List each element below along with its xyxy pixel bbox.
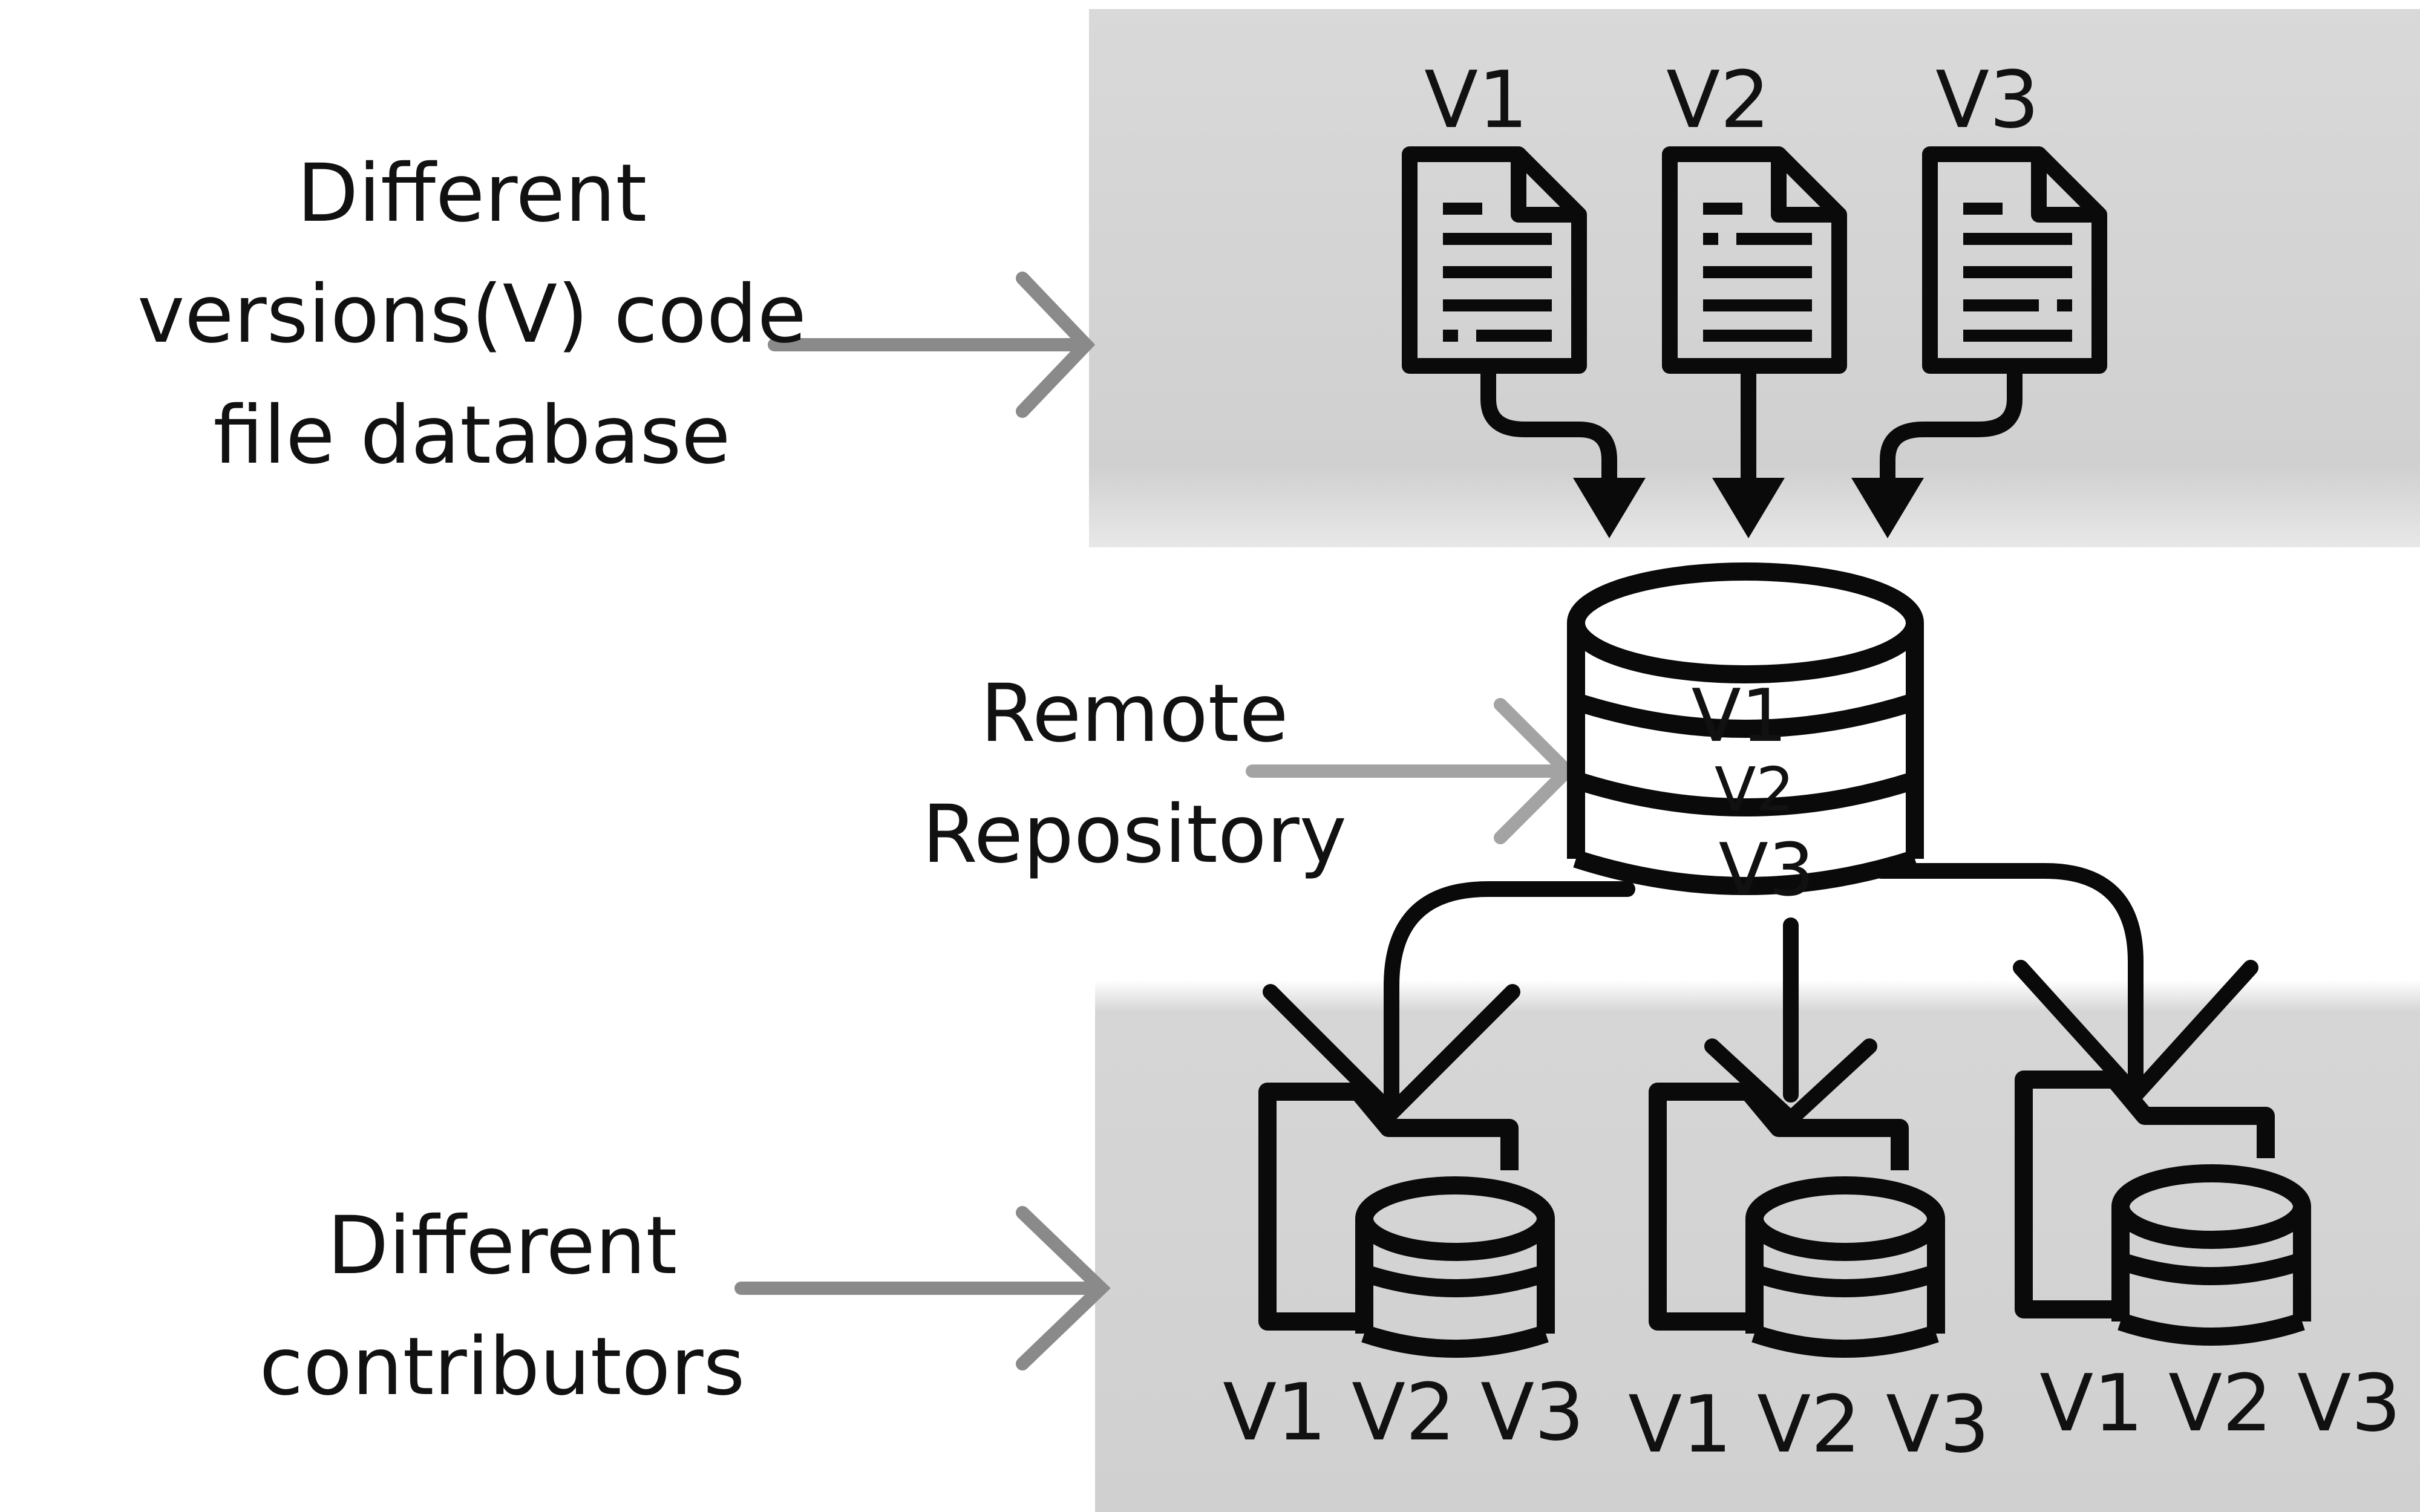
database-icon: [1567, 562, 1924, 895]
contributor-versions-label: V1 V2 V3: [1628, 1378, 1990, 1470]
caption-remote-repository: Remote Repository: [922, 667, 1347, 881]
flow-arrow-icon: [1880, 358, 2023, 492]
arrowheads: [1573, 478, 1924, 538]
flow-arrow-icon: [1384, 881, 1635, 1103]
document-icon: [1402, 146, 1587, 374]
file-version-label: V1: [1424, 54, 1528, 146]
document-icon: [1922, 146, 2107, 374]
pointer-arrow-contributors: [734, 1206, 1111, 1370]
file-version-label: V2: [1666, 54, 1770, 146]
folder-database-icon: [1258, 1083, 1555, 1358]
folder-database-icon: [1649, 1083, 1945, 1358]
flow-arrow-icon: [1874, 863, 2144, 1084]
caption-contributors: Different contributors: [259, 1199, 745, 1413]
chevron-down-icon: [1263, 984, 1520, 1124]
repository-layer-label: V1: [1692, 674, 1787, 758]
caption-code-versions: Different versions(V) code file database: [137, 147, 806, 482]
flow-arrow-icon: [1480, 358, 1617, 492]
folder-database-icon: [2015, 1070, 2311, 1346]
repository-layer-label: V2: [1715, 754, 1794, 825]
contributor-versions-label: V1 V2 V3: [1223, 1366, 1584, 1458]
repository-layer-label: V3: [1719, 829, 1814, 913]
contributor-versions-label: V1 V2 V3: [2039, 1357, 2401, 1449]
pointer-arrow-versions: [768, 272, 1096, 418]
document-icon: [1662, 146, 1847, 374]
file-version-label: V3: [1935, 54, 2039, 146]
